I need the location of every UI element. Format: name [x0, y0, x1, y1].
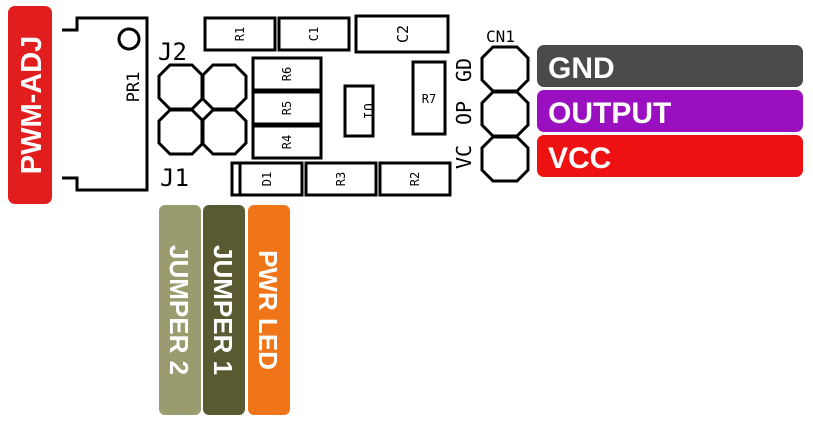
- r6-designator: R6: [280, 67, 294, 81]
- pr1-designator: PR1: [124, 72, 144, 103]
- ic-u1: U1: [343, 84, 375, 138]
- pin-label-vcc: VCC: [537, 135, 803, 177]
- potentiometer-pr1: PR1: [62, 16, 149, 192]
- r7-body: [411, 60, 447, 136]
- resistor-r1: R1: [203, 16, 277, 52]
- pin-label-gnd: GND: [537, 45, 803, 87]
- c2-body: [354, 14, 450, 54]
- resistor-r4: R4: [251, 124, 323, 160]
- jumper2-label-bg: [159, 205, 201, 415]
- r3-body: [304, 161, 378, 197]
- pwr-led-label-text: PWR LED: [253, 250, 283, 370]
- r5-designator: R5: [280, 101, 294, 115]
- pwr-led-label-bg: [248, 205, 290, 415]
- resistor-r3: R3: [304, 161, 378, 197]
- pin-label-output: OUTPUT: [537, 90, 803, 132]
- pin-label-gnd-text: GND: [548, 52, 615, 85]
- r7-designator: R7: [422, 92, 436, 106]
- connector-pin-gnd: [480, 45, 530, 93]
- jumper-pad: [200, 108, 248, 156]
- pin-gd-designator: GD: [452, 58, 476, 82]
- capacitor-c2: C2: [354, 14, 450, 54]
- j1-designator: J1: [160, 164, 189, 192]
- pwr-led-label: PWR LED: [248, 205, 290, 415]
- jumper1-label: JUMPER 1: [203, 205, 245, 415]
- r4-body: [251, 124, 323, 160]
- pwm-adj-label-text: PWM-ADJ: [16, 36, 48, 175]
- capacitor-c1: C1: [277, 16, 351, 52]
- r5-body: [251, 90, 323, 126]
- resistor-r7: R7: [411, 60, 447, 136]
- jumper-pad-grid: [157, 63, 248, 156]
- jumper-pad: [157, 108, 205, 156]
- c1-designator: C1: [307, 27, 321, 41]
- pwm-adj-label: PWM-ADJ: [8, 6, 52, 204]
- potentiometer-marker-circle: [117, 27, 141, 51]
- r2-designator: R2: [408, 172, 422, 186]
- d1-designator: D1: [260, 172, 274, 186]
- pin-label-output-text: OUTPUT: [548, 97, 671, 130]
- d1-body: [230, 161, 304, 197]
- pin-label-vcc-text: VCC: [548, 142, 611, 175]
- pwm-adj-label-bg: [8, 6, 52, 204]
- u1-designator: U1: [360, 103, 375, 119]
- j2-designator: J2: [158, 38, 187, 66]
- pin-label-vcc-bg: [537, 135, 803, 177]
- pin-op-designator: OP: [452, 101, 476, 125]
- r1-body: [203, 16, 277, 52]
- r6-body: [251, 56, 323, 92]
- jumper-pad: [200, 63, 248, 111]
- r1-designator: R1: [233, 27, 247, 41]
- r3-designator: R3: [334, 172, 348, 186]
- r2-body: [378, 161, 452, 197]
- connector-cn1: [480, 45, 530, 183]
- u1-body: [343, 84, 375, 138]
- jumper2-label: JUMPER 2: [159, 205, 201, 415]
- resistor-r6: R6: [251, 56, 323, 92]
- pin-vcc-designator: VC: [452, 145, 476, 169]
- resistor-r5: R5: [251, 90, 323, 126]
- diode-d1: D1: [230, 161, 304, 197]
- jumper-pad: [157, 63, 205, 111]
- connector-pin-vcc: [480, 135, 530, 183]
- connector-pin-output: [480, 90, 530, 138]
- pin-label-output-bg: [537, 90, 803, 132]
- jumper1-label-bg: [203, 205, 245, 415]
- cn1-designator: CN1: [486, 27, 515, 46]
- r4-designator: R4: [280, 135, 294, 149]
- resistor-r2: R2: [378, 161, 452, 197]
- pin-label-gnd-bg: [537, 45, 803, 87]
- jumper2-label-text: JUMPER 2: [164, 245, 194, 375]
- c1-body: [277, 16, 351, 52]
- potentiometer-outline: [62, 16, 149, 192]
- c2-designator: C2: [394, 25, 412, 43]
- jumper1-label-text: JUMPER 1: [208, 245, 238, 375]
